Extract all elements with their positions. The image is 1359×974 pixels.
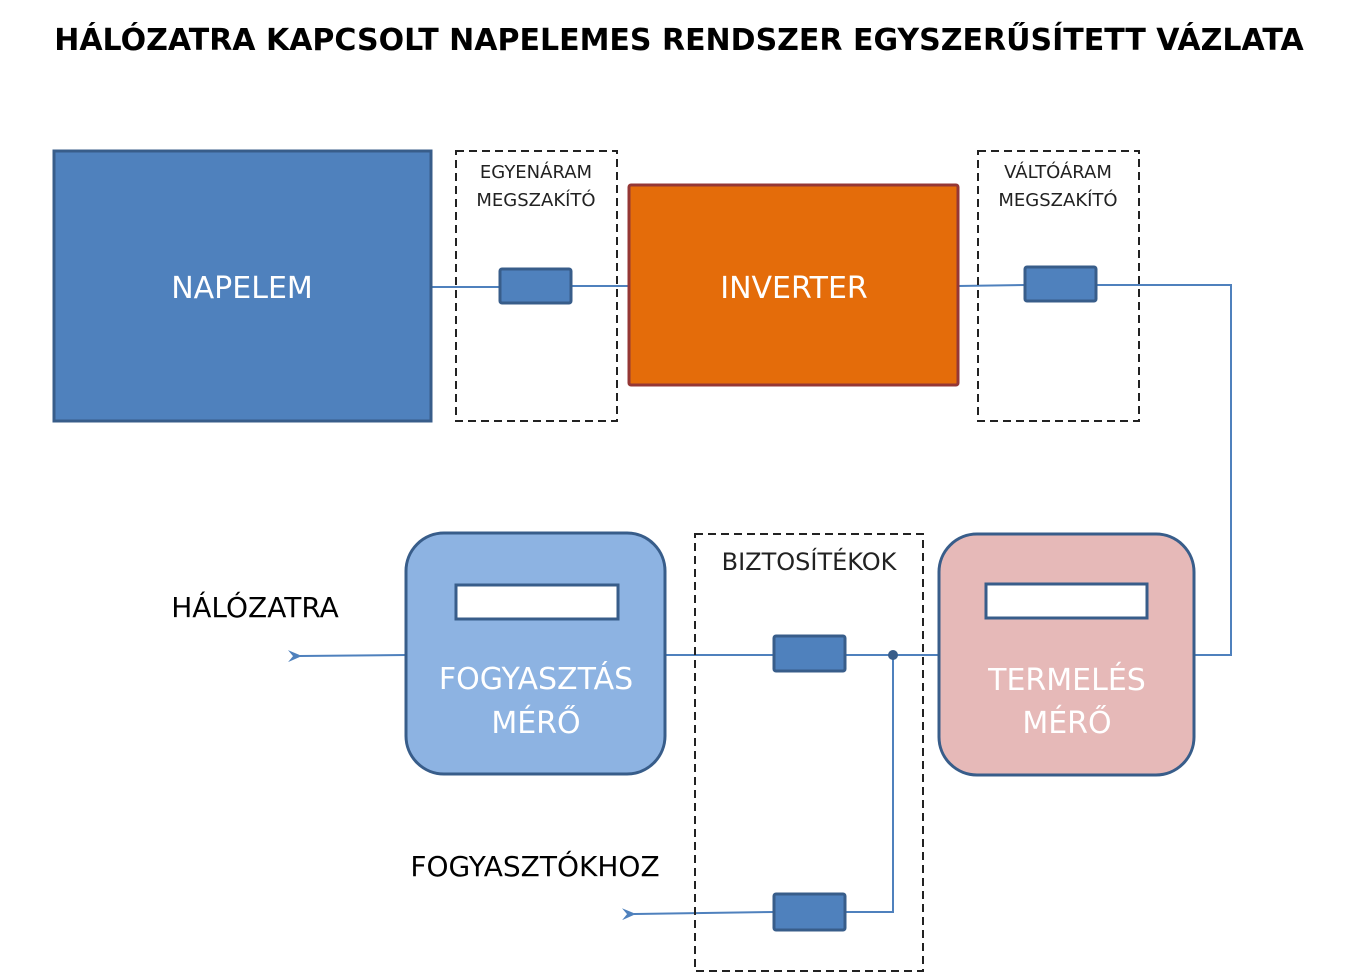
- dc-breaker-label-line2: MEGSZAKÍTÓ: [476, 189, 595, 211]
- fuse-main: [772, 634, 847, 673]
- fuse-consumers: [772, 892, 847, 932]
- consumption-meter-display: [454, 583, 620, 621]
- solar-panel-box: NAPELEM: [52, 149, 433, 423]
- dc-breaker-enclosure: [455, 150, 618, 422]
- ac-breaker-enclosure: [977, 150, 1140, 422]
- consumption-meter-label-line2: MÉRŐ: [491, 704, 580, 741]
- inverter-label: INVERTER: [720, 271, 868, 306]
- production-meter-label-line1: TERMELÉS: [987, 662, 1146, 698]
- dc-breaker-label-line1: EGYENÁRAM: [480, 161, 592, 183]
- consumers-destination-label: FOGYASZTÓKHOZ: [410, 849, 659, 883]
- dc-breaker-switch: [498, 267, 573, 305]
- dc-breaker-group: EGYENÁRAM MEGSZAKÍTÓ: [455, 150, 618, 422]
- inverter-box: INVERTER: [627, 183, 960, 387]
- wire-to-grid-arrow: [287, 650, 407, 663]
- production-meter-display: [984, 582, 1149, 620]
- wire-to-consumers-arrow: [621, 908, 775, 921]
- ac-breaker-label-line2: MEGSZAKÍTÓ: [998, 189, 1117, 211]
- fuses-group: BIZTOSÍTÉKOK: [694, 533, 924, 972]
- diagram-title: HÁLÓZATRA KAPCSOLT NAPELEMES RENDSZER EG…: [54, 21, 1304, 58]
- production-meter-label-line2: MÉRŐ: [1022, 704, 1111, 741]
- ac-breaker-switch: [1023, 265, 1098, 303]
- ac-breaker-label-line1: VÁLTÓÁRAM: [1004, 161, 1112, 183]
- consumption-meter: FOGYASZTÁS MÉRŐ: [404, 531, 667, 776]
- production-meter: TERMELÉS MÉRŐ: [937, 532, 1196, 777]
- wire-inverter-to-ac-breaker: [957, 284, 1026, 287]
- wire-ac-breaker-to-production-meter: [1096, 284, 1232, 656]
- fuses-label: BIZTOSÍTÉKOK: [722, 547, 898, 576]
- grid-destination-label: HÁLÓZATRA: [171, 590, 339, 624]
- ac-breaker-group: VÁLTÓÁRAM MEGSZAKÍTÓ: [977, 150, 1140, 422]
- consumption-meter-label-line1: FOGYASZTÁS: [439, 661, 633, 697]
- solar-panel-label: NAPELEM: [171, 271, 313, 306]
- junction-node: [888, 650, 898, 660]
- wire-junction-to-consumer-fuse: [846, 655, 894, 913]
- fuses-enclosure: [694, 533, 924, 972]
